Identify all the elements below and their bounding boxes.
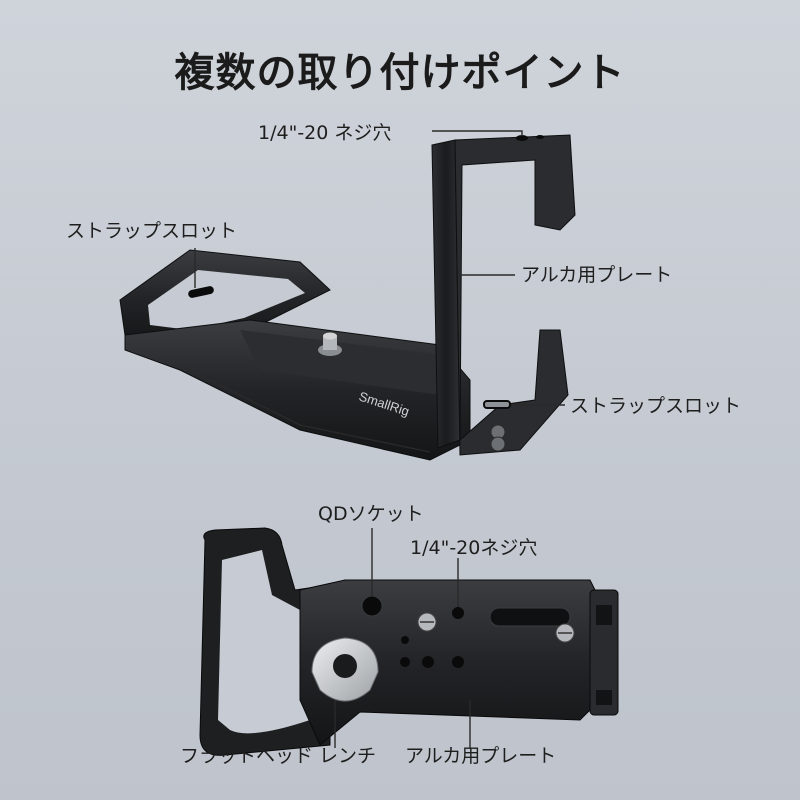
top-strap-slot — [188, 286, 214, 298]
label-top-screw-hole: 1/4"-20 ネジ穴 — [258, 122, 392, 144]
top-cage-grip-cutout — [148, 270, 305, 330]
leader-lines — [194, 130, 565, 748]
label-qd-socket: QDソケット — [318, 503, 424, 525]
bottom-cage — [199, 527, 619, 756]
label-strap-slot-left: ストラップスロット — [66, 220, 238, 242]
bottom-screw-hole — [452, 607, 464, 619]
top-center-screw — [318, 332, 342, 356]
label-strap-slot-right: ストラップスロット — [570, 395, 742, 417]
bottom-arca-slot — [489, 607, 571, 627]
label-arca-plate-top: アルカ用プレート — [521, 264, 673, 286]
top-cage-plate-top — [240, 330, 440, 395]
qd-socket — [361, 595, 383, 617]
label-flat-head-wrench: フラットヘッド レンチ — [180, 745, 377, 767]
top-arca-groove — [184, 367, 431, 453]
label-arca-plate-bottom: アルカ用プレート — [405, 745, 557, 767]
label-bottom-screw-hole: 1/4"-20ネジ穴 — [410, 537, 538, 559]
page-title: 複数の取り付けポイント — [174, 50, 626, 96]
bracket-screw-2 — [490, 436, 506, 452]
top-cage: SmallRig — [119, 134, 576, 461]
flat-head-wrench — [311, 637, 379, 702]
top-cage-l-bracket-front — [454, 134, 576, 456]
top-bracket-screw-hole — [516, 135, 528, 141]
